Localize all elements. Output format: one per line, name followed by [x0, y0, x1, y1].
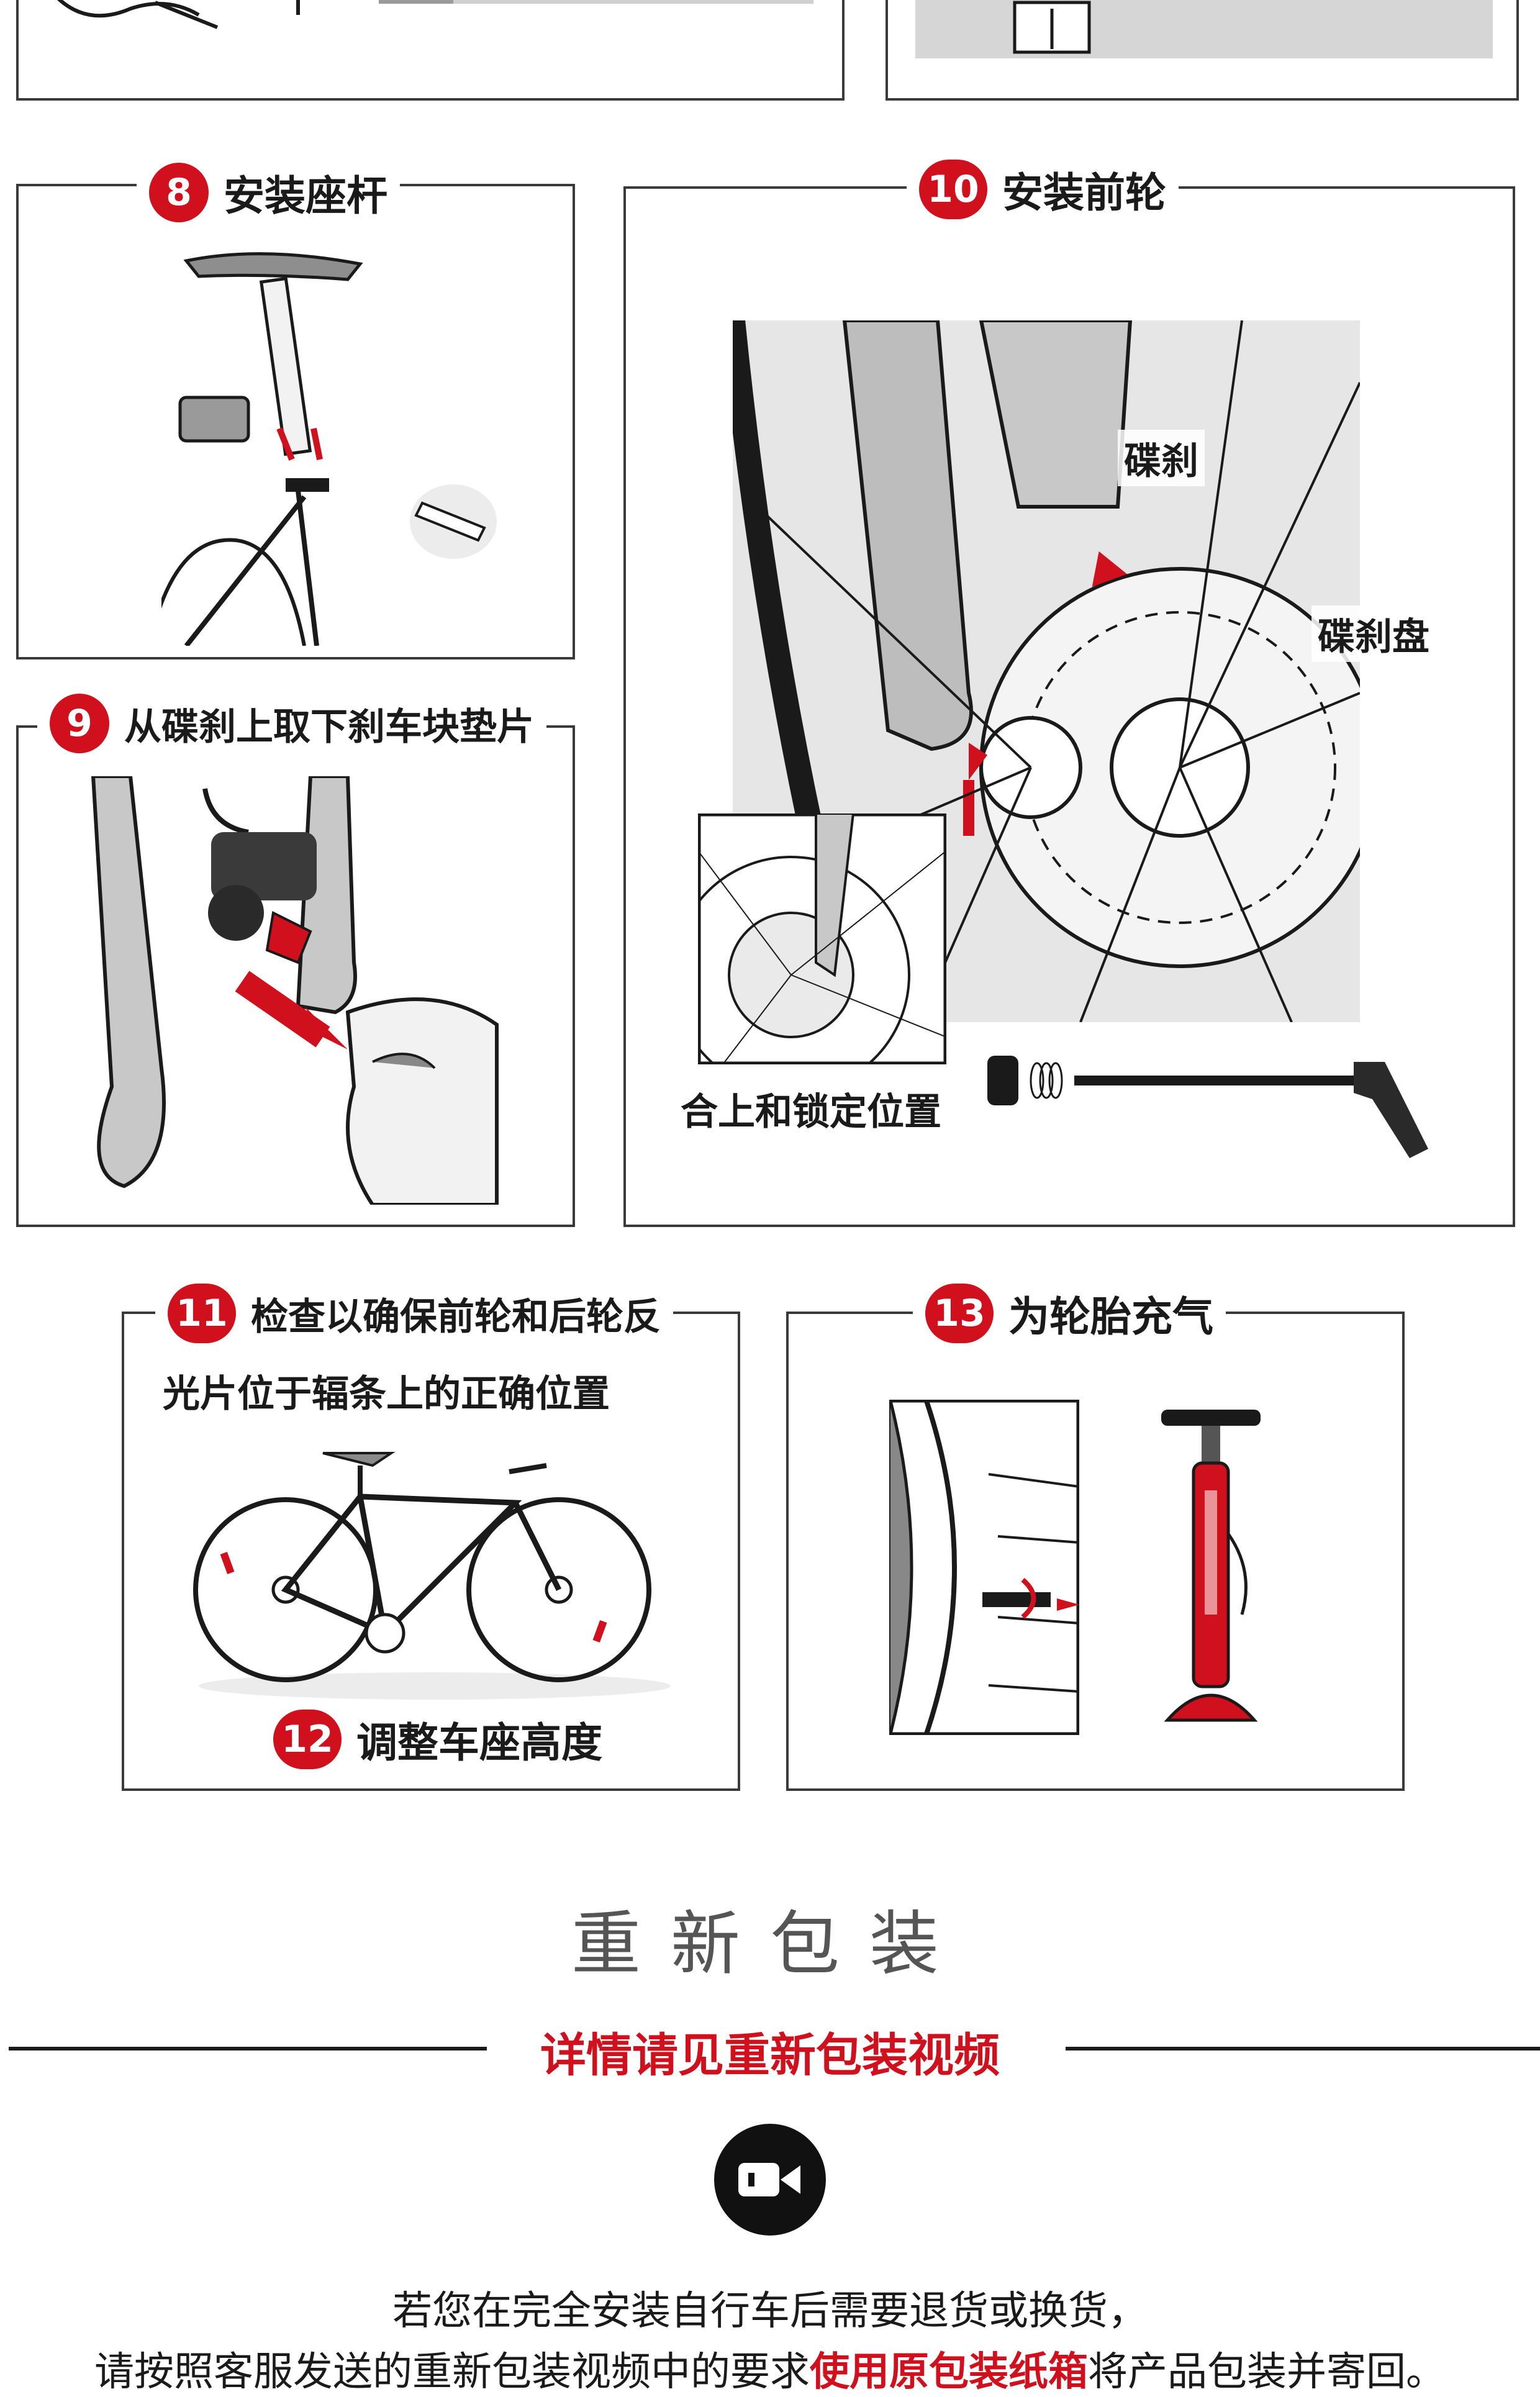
- prev-step-illustration-right: [915, 0, 1493, 58]
- step-12-title: 调整车座高度: [356, 1710, 602, 1769]
- video-play-button[interactable]: [714, 2124, 826, 2236]
- step-13-caption: 13 为轮胎充气: [913, 1279, 1226, 1348]
- repack-notice-line1: 若您在完全安装自行车后需要退货或换货，: [0, 2279, 1540, 2336]
- step-13-number: 13: [925, 1284, 994, 1343]
- quick-release-closed-inset: [698, 813, 946, 1064]
- repack-notice-line2-pre: 请按照客服发送的重新包装视频中的要求: [94, 2349, 810, 2395]
- brake-rotor-label: 碟刹盘: [1311, 605, 1436, 662]
- step-13-title: 为轮胎充气: [1008, 1284, 1213, 1343]
- lock-position-label: 合上和锁定位置: [674, 1081, 948, 1137]
- step-8-number: 8: [149, 163, 209, 222]
- prev-step-illustration-left: [31, 0, 826, 83]
- step-11-caption: 11 检查以确保前轮和后轮反: [155, 1279, 673, 1348]
- video-camera-icon: [736, 2158, 804, 2201]
- step-9-caption: 9 从碟刹上取下刹车块垫片: [37, 689, 546, 758]
- floor-pump-illustration: [1155, 1410, 1267, 1733]
- step-13-panel: [786, 1312, 1405, 1791]
- step-12-caption: 12 调整车座高度: [273, 1705, 602, 1774]
- step-11-title: 检查以确保前轮和后轮反: [251, 1287, 661, 1341]
- step-10-caption: 10 安装前轮: [907, 155, 1179, 224]
- step-9-number: 9: [50, 694, 109, 753]
- step-8-caption: 8 安装座杆: [137, 158, 400, 227]
- repack-video-subtitle: 详情请见重新包装视频: [0, 2018, 1540, 2085]
- repack-section-title: 重新包装: [0, 1888, 1540, 1988]
- seatpost-install-illustration: [161, 248, 509, 646]
- step-8-title: 安装座杆: [224, 163, 387, 222]
- prev-step-panel-left: [16, 0, 845, 101]
- repack-notice-line2-post: 将产品包装并寄回。: [1088, 2349, 1446, 2395]
- disc-brake-label: 碟刹: [1118, 430, 1205, 486]
- quick-release-skewer-illustration: [981, 1043, 1434, 1167]
- bicycle-reflector-illustration: [186, 1428, 683, 1701]
- step-11-title-line2: 光片位于辐条上的正确位置: [163, 1364, 610, 1418]
- prev-step-panel-right: [886, 0, 1519, 101]
- tire-valve-illustration: [889, 1400, 1079, 1735]
- step-10-number: 10: [919, 160, 987, 219]
- repack-notice-highlight: 使用原包装纸箱: [810, 2349, 1088, 2395]
- step-12-number: 12: [273, 1710, 342, 1769]
- brake-pad-spacer-illustration: [87, 776, 509, 1205]
- step-10-title: 安装前轮: [1002, 160, 1166, 219]
- step-11-number: 11: [168, 1284, 236, 1343]
- repack-notice-line2: 请按照客服发送的重新包装视频中的要求使用原包装纸箱将产品包装并寄回。: [0, 2340, 1540, 2397]
- step-9-title: 从碟刹上取下刹车块垫片: [124, 697, 534, 751]
